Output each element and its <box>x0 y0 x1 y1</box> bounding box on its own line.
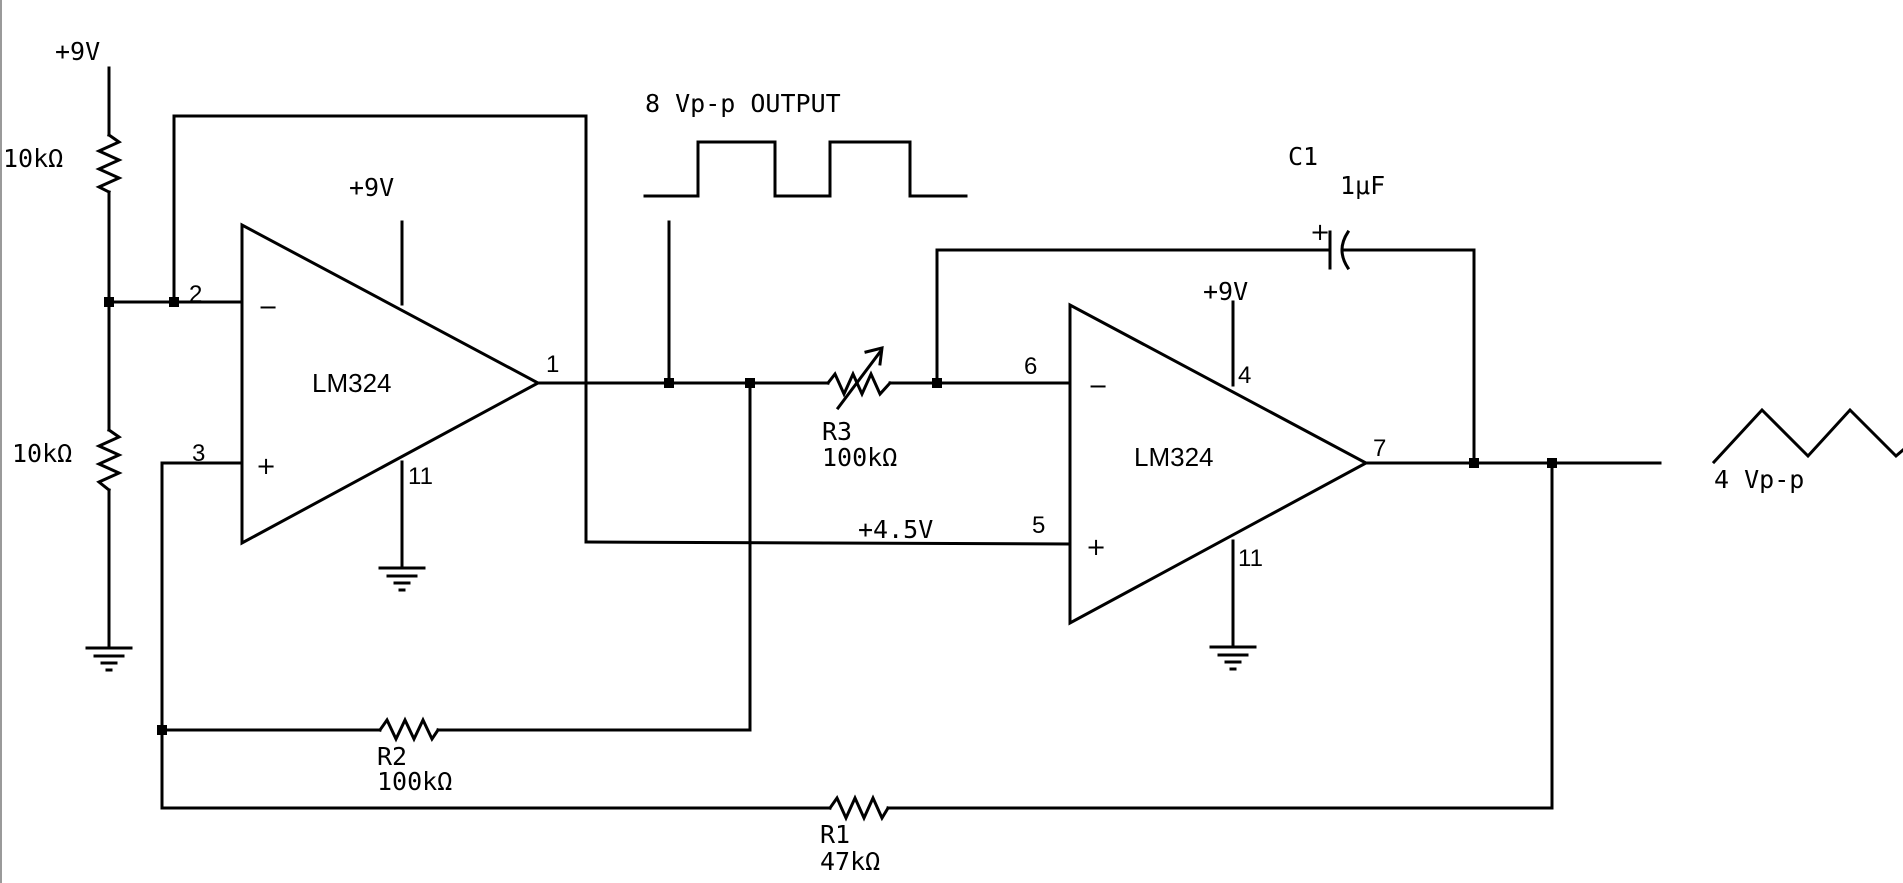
opamp-u1-label: LM324 <box>312 368 392 398</box>
opamp-u1-minus: − <box>258 293 278 321</box>
opamp-u1-plus: + <box>256 452 276 480</box>
triangle-wave-caption: 4 Vp-p <box>1714 465 1804 494</box>
junction-dot <box>1469 458 1479 468</box>
opamp-u1-pin11: 11 <box>408 463 433 490</box>
opamp-u2-pin4: 4 <box>1238 362 1251 389</box>
opamp-u1-pin2: 2 <box>189 281 202 308</box>
ground-symbol-u2 <box>1209 645 1257 671</box>
opamp-u2-plus: + <box>1086 533 1106 561</box>
resistor-r1 <box>827 794 891 822</box>
reference-voltage-label: +4.5V <box>858 515 933 544</box>
resistor-r2 <box>377 716 441 743</box>
opamp-u2-pin5: 5 <box>1032 512 1045 539</box>
opamp-u2-label: LM324 <box>1134 442 1214 472</box>
opamp-u1: LM324 − + +9V 11 2 3 1 <box>189 173 559 592</box>
square-wave-output: 8 Vp-p OUTPUT <box>643 89 968 198</box>
voltage-divider: +9V 10kΩ 10kΩ <box>3 37 133 672</box>
opamp-u1-body <box>240 222 542 546</box>
opamp-u2-body <box>1068 302 1370 626</box>
capacitor-c1-name: C1 <box>1288 142 1318 171</box>
window-left-border <box>0 0 2 883</box>
resistor-bottom-value: 10kΩ <box>12 439 72 468</box>
opamp-u2-pin6: 6 <box>1024 353 1037 380</box>
opamp-u1-pin1: 1 <box>546 351 559 378</box>
triangle-wave-output: 4 Vp-p <box>1711 407 1903 494</box>
resistor-r3 <box>825 370 893 398</box>
opamp-u2: LM324 − + +9V 4 11 6 5 7 <box>1024 277 1386 671</box>
resistor-top <box>95 132 123 195</box>
resistor-r3-value: 100kΩ <box>822 443 897 472</box>
square-wave-caption: 8 Vp-p OUTPUT <box>645 89 841 118</box>
capacitor-c1-polarity: + <box>1310 218 1330 246</box>
capacitor-c1-value: 1μF <box>1340 171 1385 200</box>
resistor-r1-name: R1 <box>820 820 850 849</box>
opamp-u2-pin11: 11 <box>1238 545 1263 572</box>
opamp-u1-pin3: 3 <box>192 440 205 467</box>
resistor-top-value: 10kΩ <box>3 144 63 173</box>
resistor-r2-name: R2 <box>377 742 407 771</box>
resistor-bottom <box>95 427 123 493</box>
ground-symbol-left <box>85 646 133 672</box>
resistor-r2-value: 100kΩ <box>377 767 452 796</box>
supply-label-u2: +9V <box>1203 277 1248 306</box>
supply-label-top: +9V <box>55 37 100 66</box>
resistor-r3-name: R3 <box>822 417 852 446</box>
opamp-u2-pin7: 7 <box>1373 435 1386 462</box>
supply-label-u1: +9V <box>349 173 394 202</box>
ground-symbol-u1 <box>378 566 426 592</box>
opamp-u2-minus: − <box>1088 372 1108 400</box>
variable-resistor-arrow <box>835 346 884 411</box>
resistor-r1-value: 47kΩ <box>820 847 880 876</box>
